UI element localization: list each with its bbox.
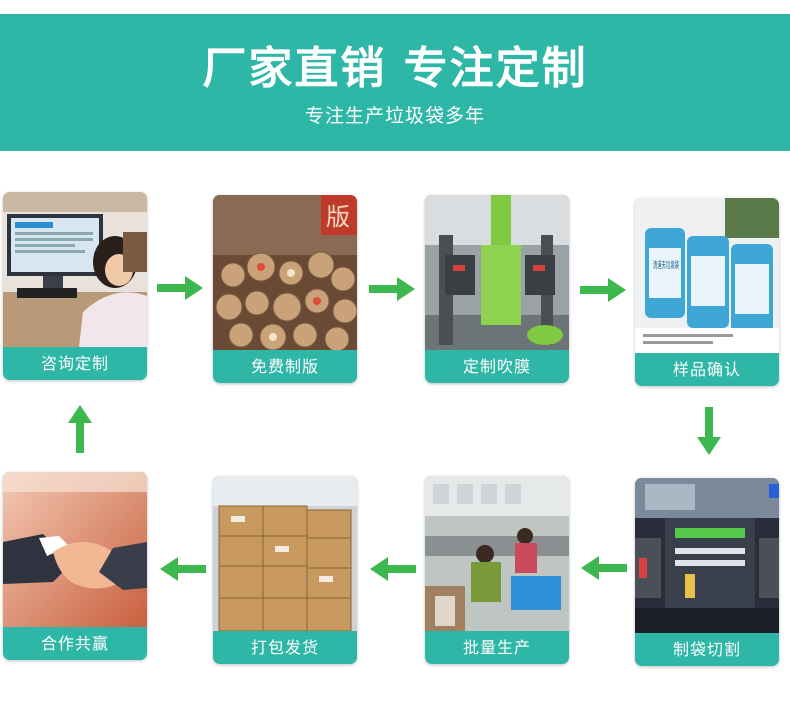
- arrow-right-icon: [157, 276, 203, 300]
- page-subtitle: 专注生产垃圾袋多年: [304, 105, 485, 127]
- step-card-sample: 清道夫垃圾袋 样品确认: [635, 198, 779, 386]
- step-label: 制袋切割: [672, 640, 741, 659]
- arrow-left-icon: [160, 557, 206, 581]
- step-label: 咨询定制: [40, 354, 109, 373]
- plate-photo: 版: [213, 195, 357, 350]
- plate-sign-text: 版: [326, 203, 350, 231]
- step-label: 打包发货: [250, 638, 319, 657]
- page-title: 厂家直销 专注定制: [202, 43, 588, 94]
- sample-photo: 清道夫垃圾袋: [635, 198, 779, 353]
- step-label: 样品确认: [672, 360, 741, 379]
- step-card-consult: 咨询定制: [3, 192, 147, 380]
- arrow-left-icon: [370, 557, 416, 581]
- step-label: 免费制版: [250, 357, 319, 376]
- cutting-photo: [635, 478, 779, 633]
- shipping-photo: [213, 476, 357, 631]
- step-card-mass: 批量生产: [425, 476, 569, 664]
- step-card-cooperate: 合作共赢: [3, 472, 147, 660]
- handshake-photo: [3, 472, 147, 627]
- step-card-plate: 版 免费制版: [213, 195, 357, 383]
- step-label: 定制吹膜: [462, 357, 531, 376]
- consult-photo: [3, 192, 147, 347]
- step-label: 合作共赢: [40, 634, 109, 653]
- arrow-left-icon: [581, 556, 627, 580]
- step-card-cut: 制袋切割: [635, 478, 779, 666]
- step-label: 批量生产: [462, 638, 531, 657]
- sample-roll-text: 清道夫垃圾袋: [653, 259, 679, 271]
- arrow-up-icon: [68, 405, 92, 453]
- arrow-down-icon: [697, 407, 721, 455]
- arrow-right-icon: [580, 278, 626, 302]
- step-card-film: 定制吹膜: [425, 195, 569, 383]
- arrow-right-icon: [369, 277, 415, 301]
- header-banner: [0, 14, 790, 151]
- film-photo: [425, 195, 569, 350]
- production-photo: [425, 476, 569, 631]
- step-card-ship: 打包发货: [213, 476, 357, 664]
